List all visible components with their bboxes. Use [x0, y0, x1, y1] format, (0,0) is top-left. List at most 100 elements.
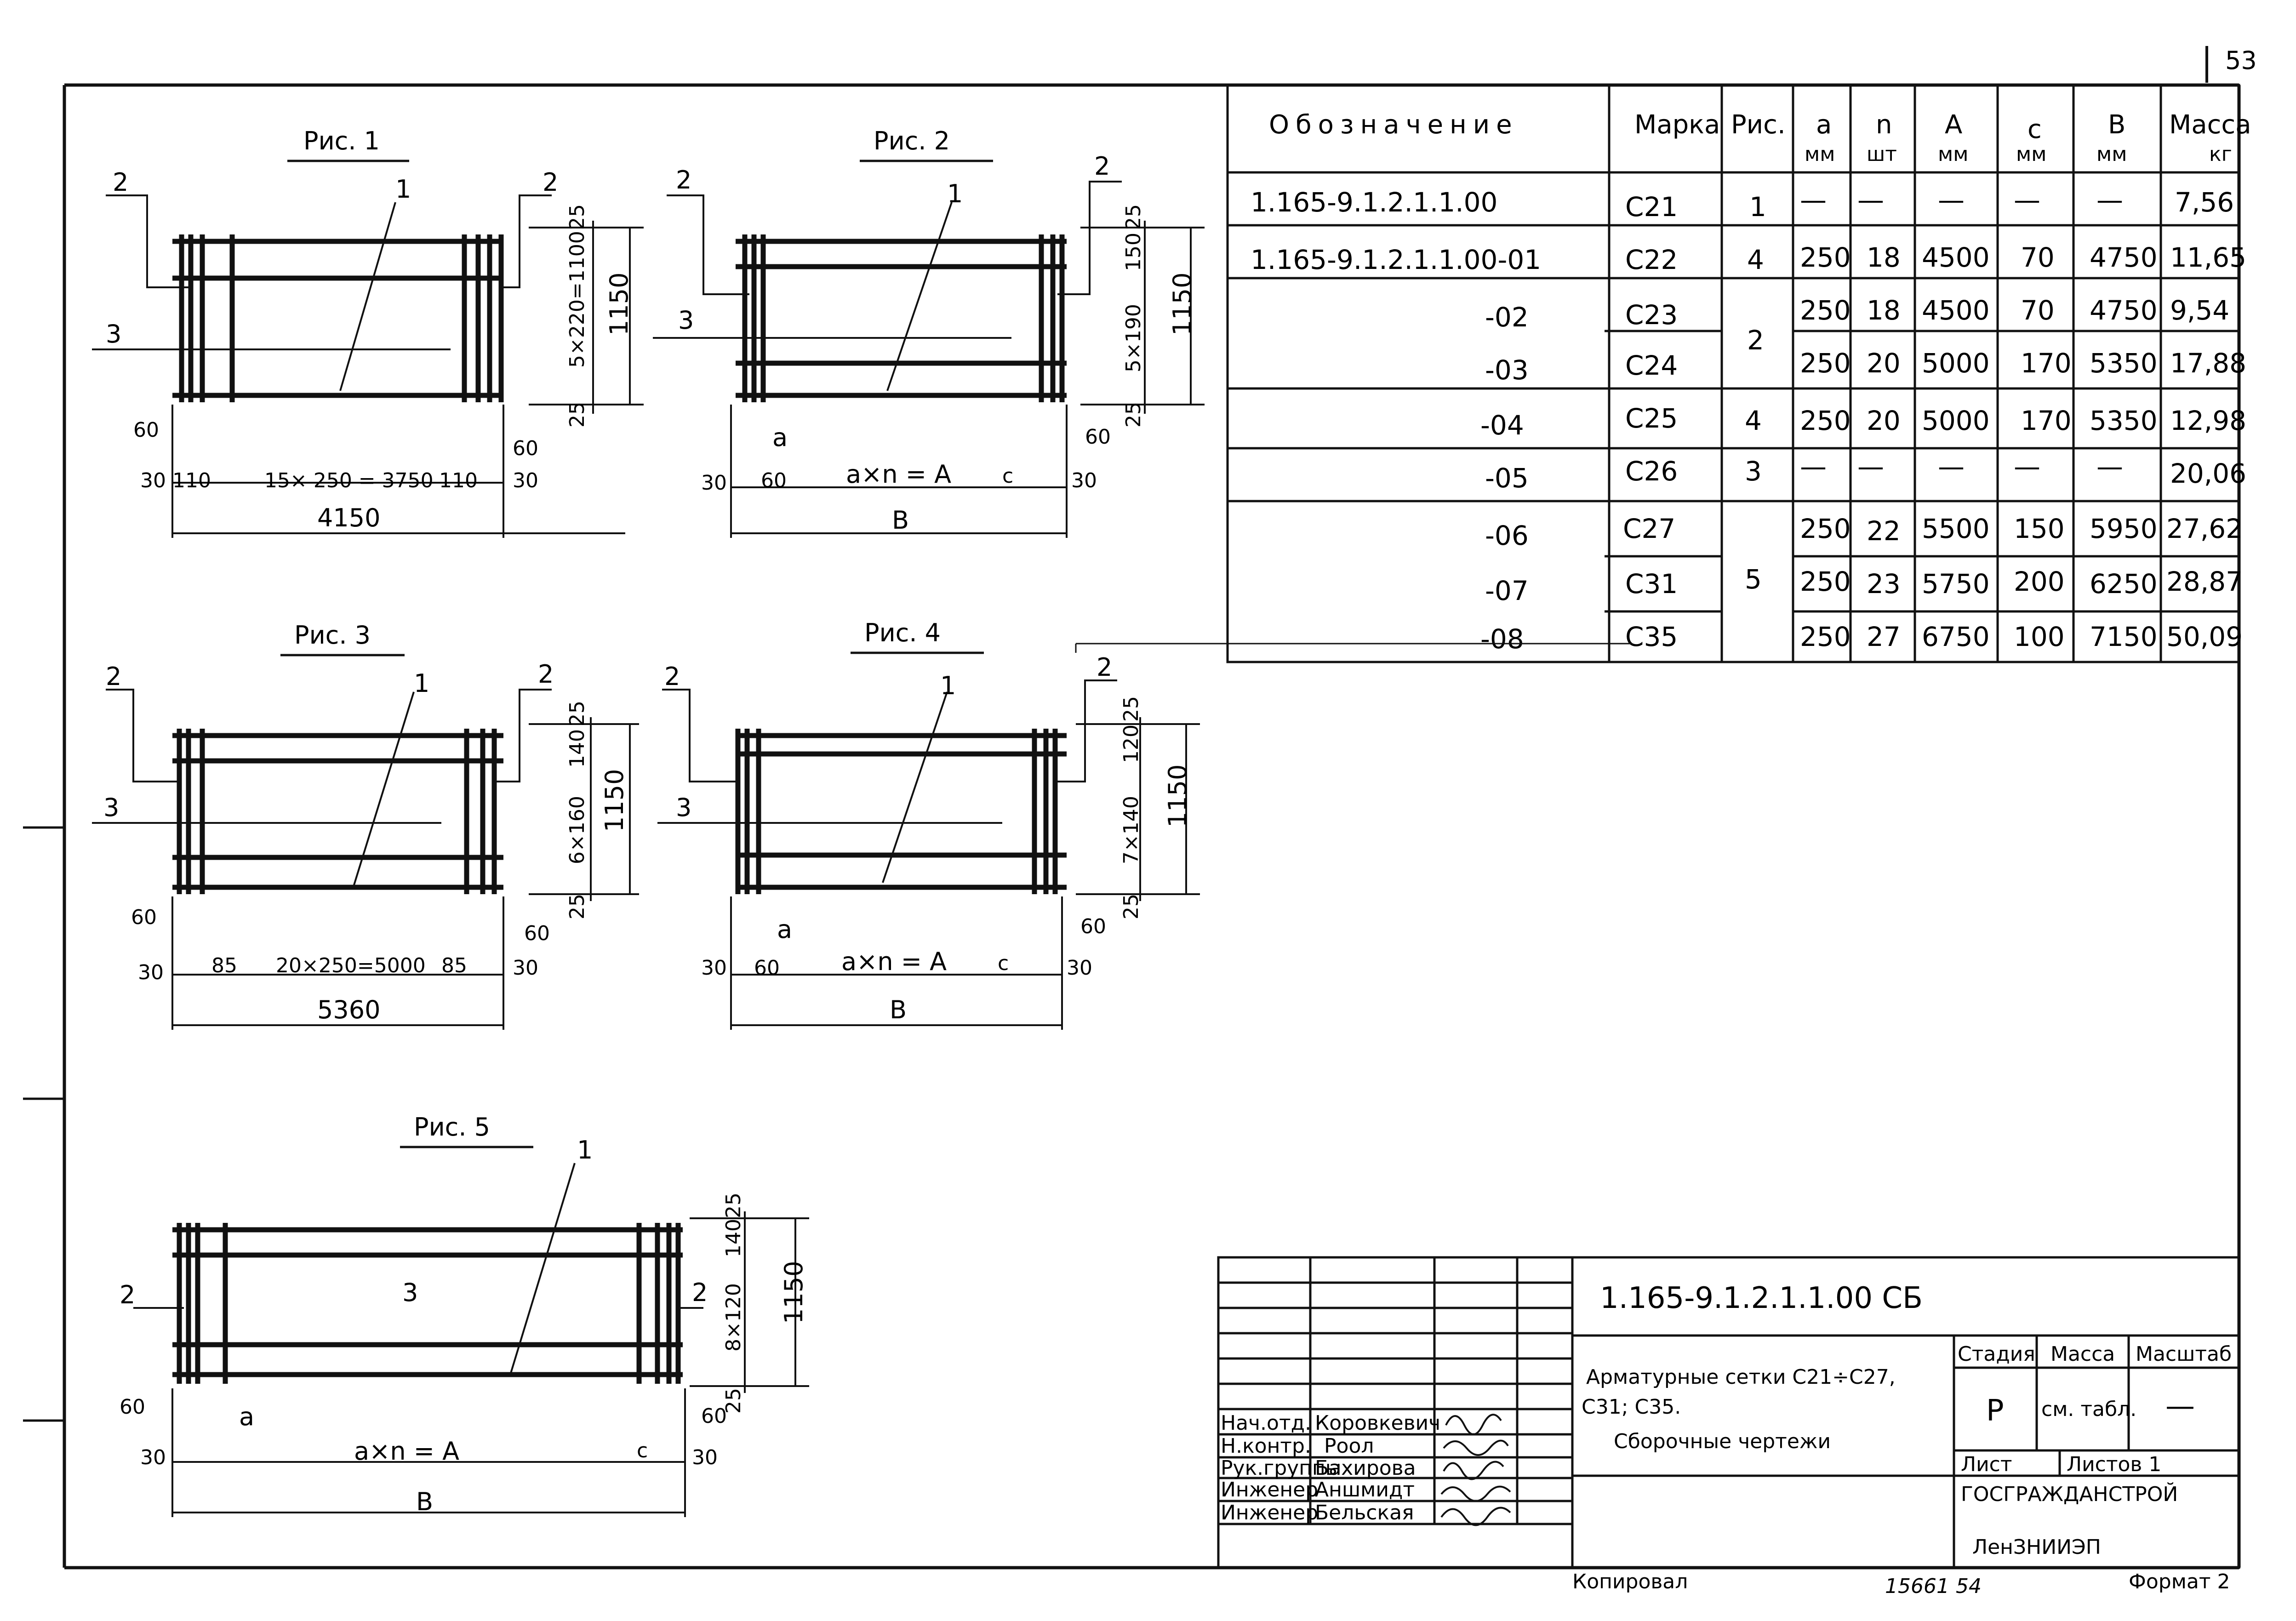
- dim-label: 15× 250 = 3750: [264, 469, 434, 492]
- page-number: 53: [2225, 46, 2257, 75]
- role-label: Рук.группы: [1221, 1456, 1342, 1480]
- cell-n: 20: [1867, 405, 1901, 436]
- cell-A: 6750: [1922, 621, 1990, 652]
- dim-label: c: [998, 952, 1009, 975]
- dim-label: 1150: [600, 769, 629, 832]
- cell-n: 18: [1867, 242, 1901, 273]
- dim-label: 25: [1122, 402, 1145, 428]
- figure-title: Рис. 2: [874, 126, 950, 155]
- leader-lines: [657, 679, 1200, 1030]
- role-label: Нач.отд.: [1221, 1411, 1311, 1435]
- dim-label: 1150: [1163, 765, 1192, 828]
- callout-label: 2: [120, 1280, 135, 1309]
- dim-label: 20×250=5000: [276, 954, 426, 977]
- callout-label: 2: [538, 660, 554, 689]
- mesh-wires: [172, 1223, 683, 1384]
- role-label: Н.контр.: [1221, 1434, 1311, 1458]
- cell-B: —: [2096, 451, 2123, 482]
- header-mass-unit: кг: [2209, 143, 2232, 166]
- cell-mark: С26: [1625, 456, 1678, 487]
- dim-label: 25: [722, 1193, 745, 1218]
- cell-c: 170: [2021, 405, 2072, 436]
- cell-mark: С21: [1625, 191, 1678, 223]
- dim-label: 6×160: [565, 796, 589, 864]
- dim-label: 60: [513, 437, 538, 460]
- cell-A: 4500: [1922, 242, 1990, 273]
- cell-c: 70: [2021, 295, 2055, 326]
- cell-n: —: [1857, 184, 1884, 216]
- cell-fig: 3: [1745, 456, 1762, 487]
- dim-label: a×n = A: [841, 947, 947, 976]
- table-row: -03 С24 250 20 5000 170 5350 17,88: [1485, 348, 2246, 386]
- role-name: Бахирова: [1315, 1456, 1416, 1480]
- overall-dim: B: [890, 995, 907, 1024]
- leader-lines: [92, 689, 639, 1030]
- cell-n: —: [1857, 451, 1884, 482]
- mesh-wires: [172, 729, 503, 894]
- header-c: c: [2028, 114, 2042, 144]
- role-name: Аншмидт: [1315, 1478, 1415, 1501]
- cell-mass: 17,88: [2170, 348, 2246, 379]
- callout-label: 1: [577, 1136, 593, 1164]
- table-row: -02 С23 2 250 18 4500 70 4750 9,54: [1485, 295, 2229, 356]
- margin-ticks: [23, 826, 64, 1422]
- cell-n: 27: [1867, 621, 1901, 652]
- cell-A: 5000: [1922, 405, 1990, 436]
- dim-label: 85: [211, 954, 237, 977]
- role-name: Коровкевич: [1315, 1411, 1440, 1435]
- doc-code: 1.165-9.1.2.1.1.00 СБ: [1600, 1281, 1923, 1315]
- cell-c: 100: [2014, 621, 2065, 652]
- callout-label: 2: [664, 662, 680, 691]
- cell-designation: -03: [1485, 354, 1529, 386]
- cell-B: 7150: [2090, 621, 2158, 652]
- cell-designation: 1.165-9.1.2.1.1.00-01: [1251, 244, 1541, 275]
- dim-label: 7×140: [1119, 796, 1143, 864]
- callout-label: 3: [678, 306, 694, 335]
- dim-label: 30: [140, 1446, 166, 1469]
- cell-A: 5000: [1922, 348, 1990, 379]
- cell-a: 250: [1800, 513, 1851, 544]
- cell-mass: 20,06: [2170, 458, 2246, 489]
- dim-label: 60: [131, 906, 157, 929]
- dim-label: 30: [1067, 956, 1092, 980]
- doc-title-line: Сборочные чертежи: [1614, 1430, 1831, 1453]
- dim-label: 30: [701, 956, 727, 980]
- figure-1: Рис. 1 1: [92, 126, 644, 538]
- callout-label: 2: [1097, 653, 1112, 682]
- cell-fig: 1: [1749, 191, 1766, 223]
- cell-a: —: [1800, 184, 1827, 216]
- title-block-grid: [1217, 1256, 2240, 1569]
- dim-label: 60: [120, 1395, 145, 1419]
- stage-value: Р: [1986, 1394, 2004, 1428]
- cell-c: 70: [2021, 242, 2055, 273]
- dim-label: 25: [722, 1388, 745, 1414]
- mesh-wires: [172, 234, 504, 402]
- header-a-unit: мм: [1805, 143, 1835, 166]
- dim-label: a×n = A: [354, 1437, 459, 1466]
- dim-label: c: [637, 1439, 648, 1462]
- callout-label: 1: [395, 175, 411, 204]
- cell-mass: 50,09: [2166, 621, 2243, 652]
- header-c-unit: мм: [2016, 143, 2046, 166]
- table-row: -04 С25 4 250 20 5000 170 5350 12,98: [1480, 403, 2246, 441]
- cell-mark: С25: [1625, 403, 1678, 434]
- cell-designation: -02: [1485, 302, 1529, 333]
- mesh-wires: [735, 729, 1067, 894]
- overall-dim: B: [892, 506, 909, 535]
- header-A: A: [1945, 110, 1962, 140]
- dim-label: 1150: [605, 273, 634, 336]
- figure-4: Рис. 4 1 2: [657, 618, 1200, 1030]
- role-name: Роол: [1324, 1434, 1374, 1458]
- doc-title-line: Арматурные сетки С21÷С27,: [1586, 1365, 1896, 1389]
- figure-5: Рис. 5 1: [120, 1113, 809, 1517]
- figure-title: Рис. 1: [303, 126, 380, 155]
- cell-B: —: [2096, 184, 2123, 216]
- cell-mark: С24: [1625, 350, 1678, 381]
- spec-table: Обозначение Марка Рис. a мм n шт A мм c …: [1075, 84, 2251, 663]
- callout-label: 2: [676, 166, 691, 194]
- cell-B: 4750: [2090, 242, 2158, 273]
- dim-label: 25: [1119, 696, 1143, 722]
- dim-label: 60: [1080, 915, 1106, 938]
- dim-label: 25: [565, 894, 589, 919]
- mass-value: см. табл.: [2041, 1398, 2136, 1421]
